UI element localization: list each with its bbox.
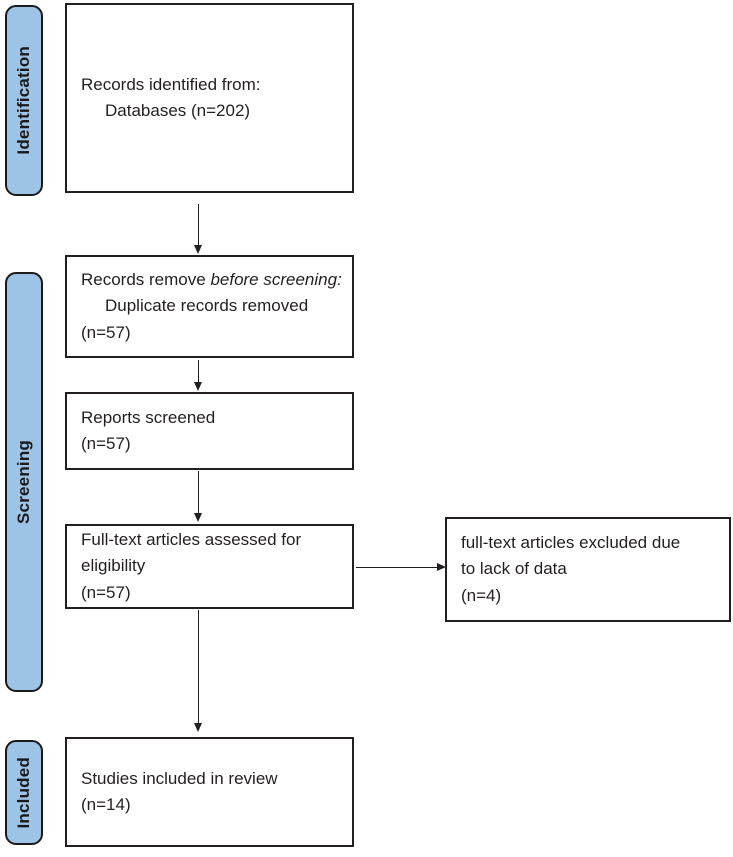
arrowhead-fulltext-to-excluded	[437, 563, 446, 571]
box-full-text-assessed-line-3: (n=57)	[81, 582, 131, 602]
box-full-text-excluded-line-3: (n=4)	[461, 585, 502, 605]
stage-label-identification: Identification	[14, 46, 33, 155]
box-records-removed-line-1-prefix: Records remove	[81, 269, 211, 289]
connector-removed-to-screened	[198, 360, 199, 384]
box-studies-included-line-1: Studies included in review	[81, 768, 278, 788]
box-studies-included: Studies included in review (n=14)	[65, 737, 354, 847]
stage-bar-included: Included	[5, 740, 43, 845]
box-records-removed-before-screening: Records remove before screening: Duplica…	[65, 255, 354, 358]
arrowhead-removed-to-screened	[194, 382, 202, 391]
box-reports-screened-line-1: Reports screened	[81, 407, 216, 427]
box-reports-screened-line-2: (n=57)	[81, 434, 131, 453]
stage-label-screening: Screening	[14, 440, 33, 524]
connector-fulltext-to-excluded	[356, 567, 438, 568]
arrowhead-fulltext-to-included	[194, 723, 202, 732]
box-full-text-excluded-line-1: full-text articles excluded due	[461, 532, 681, 552]
box-full-text-assessed: Full-text articles assessed for eligibil…	[65, 524, 354, 609]
box-studies-included-line-2: (n=14)	[81, 795, 131, 814]
box-full-text-excluded-line-2: to lack of data	[461, 559, 567, 579]
stage-bar-screening: Screening	[5, 272, 43, 692]
box-full-text-assessed-line-2: eligibility	[81, 556, 146, 576]
connector-screened-to-fulltext	[198, 471, 199, 515]
stage-label-included: Included	[14, 756, 33, 829]
box-full-text-excluded: full-text articles excluded due to lack …	[445, 517, 731, 622]
connector-identified-to-removed	[198, 204, 199, 246]
connector-fulltext-to-included	[198, 610, 199, 725]
stage-bar-identification: Identification	[5, 5, 43, 196]
box-records-removed-line-1-emphasis: before screening:	[210, 269, 342, 289]
box-records-removed-line-1: Records remove before screening:	[81, 267, 342, 293]
box-records-removed-line-2: Duplicate records removed	[105, 296, 309, 316]
box-records-identified-line-1: Records identified from:	[81, 74, 261, 94]
arrowhead-screened-to-fulltext	[194, 513, 202, 522]
box-records-removed-line-3: (n=57)	[81, 322, 131, 342]
arrowhead-identified-to-removed	[194, 245, 202, 254]
box-records-identified: Records identified from: Databases (n=20…	[65, 3, 354, 193]
box-reports-screened: Reports screened (n=57)	[65, 392, 354, 470]
box-records-identified-line-2: Databases (n=202)	[105, 101, 251, 120]
box-full-text-assessed-line-1: Full-text articles assessed for	[81, 529, 302, 549]
